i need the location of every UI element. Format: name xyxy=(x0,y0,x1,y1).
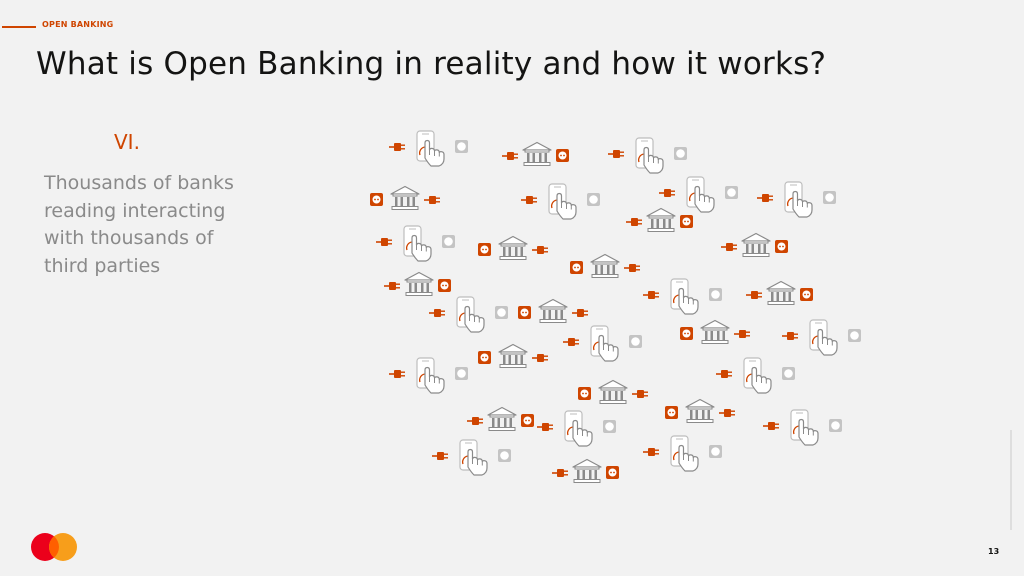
bank-connection-7 xyxy=(384,273,451,296)
section-label: OPEN BANKING xyxy=(42,20,114,29)
phone-connection-5 xyxy=(757,182,836,217)
phone-connection-6 xyxy=(376,226,455,261)
copyright-notice xyxy=(1010,430,1012,530)
phone-connection-3 xyxy=(521,184,600,219)
bank-connection-4 xyxy=(721,234,788,257)
section-rule xyxy=(2,26,36,28)
bank-connection-6 xyxy=(570,255,640,278)
phone-connection-7 xyxy=(429,297,508,332)
phone-connection-4 xyxy=(659,177,738,212)
phone-connection-1 xyxy=(389,131,468,166)
step-number: VI. xyxy=(114,130,140,154)
bank-connection-2 xyxy=(370,187,440,210)
phone-connection-9 xyxy=(563,326,642,361)
bank-connection-14 xyxy=(467,408,534,431)
phone-connection-11 xyxy=(389,358,468,393)
bank-connection-8 xyxy=(746,282,813,305)
bank-connection-10 xyxy=(680,321,750,344)
phone-connection-8 xyxy=(643,279,722,314)
phone-connection-12 xyxy=(716,358,795,393)
phone-connection-15 xyxy=(432,440,511,475)
bank-connection-15 xyxy=(552,460,619,483)
phone-connection-14 xyxy=(763,410,842,445)
bank-connection-12 xyxy=(578,381,648,404)
bank-connection-13 xyxy=(665,400,735,423)
bank-connection-1 xyxy=(502,143,569,166)
mastercard-logo-icon xyxy=(31,533,77,561)
bank-connection-9 xyxy=(518,300,588,323)
phone-connection-10 xyxy=(782,320,861,355)
slide-title: What is Open Banking in reality and how … xyxy=(36,46,827,82)
page-number: 13 xyxy=(988,547,1000,556)
phone-connection-16 xyxy=(643,436,722,471)
bank-connection-3 xyxy=(626,209,693,232)
phone-connection-13 xyxy=(537,411,616,446)
bank-connection-5 xyxy=(478,237,548,260)
phone-connection-2 xyxy=(608,138,687,173)
step-description: Thousands of banks reading interacting w… xyxy=(44,172,234,277)
bank-connection-11 xyxy=(478,345,548,368)
